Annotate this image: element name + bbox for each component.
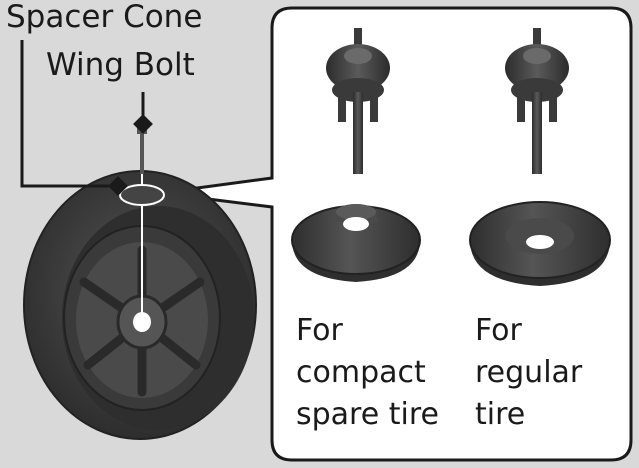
spacer-cone-leader [20, 40, 118, 188]
wheel-assembly [23, 150, 257, 440]
spacer-cone-compact [291, 204, 421, 282]
spacer-cone-leader-dot [108, 176, 128, 196]
spacer-cone-regular [469, 201, 611, 286]
caption-compact: For compact spare tire [296, 310, 439, 436]
wing-bolt-regular [505, 28, 569, 174]
caption-regular-line-2: regular [475, 355, 583, 390]
caption-compact-line-1: For [296, 313, 343, 348]
caption-compact-line-2: compact [296, 355, 426, 390]
wing-bolt-leader-dot [133, 114, 153, 134]
caption-compact-line-3: spare tire [296, 397, 439, 432]
small-spacer-cone [119, 184, 165, 206]
caption-regular-line-1: For [475, 313, 522, 348]
caption-regular-line-3: tire [475, 397, 526, 432]
wing-bolt-label: Wing Bolt [46, 47, 195, 83]
caption-regular: For regular tire [475, 310, 582, 436]
spacer-cone-label: Spacer Cone [6, 0, 203, 35]
wing-bolt-compact [326, 28, 390, 174]
